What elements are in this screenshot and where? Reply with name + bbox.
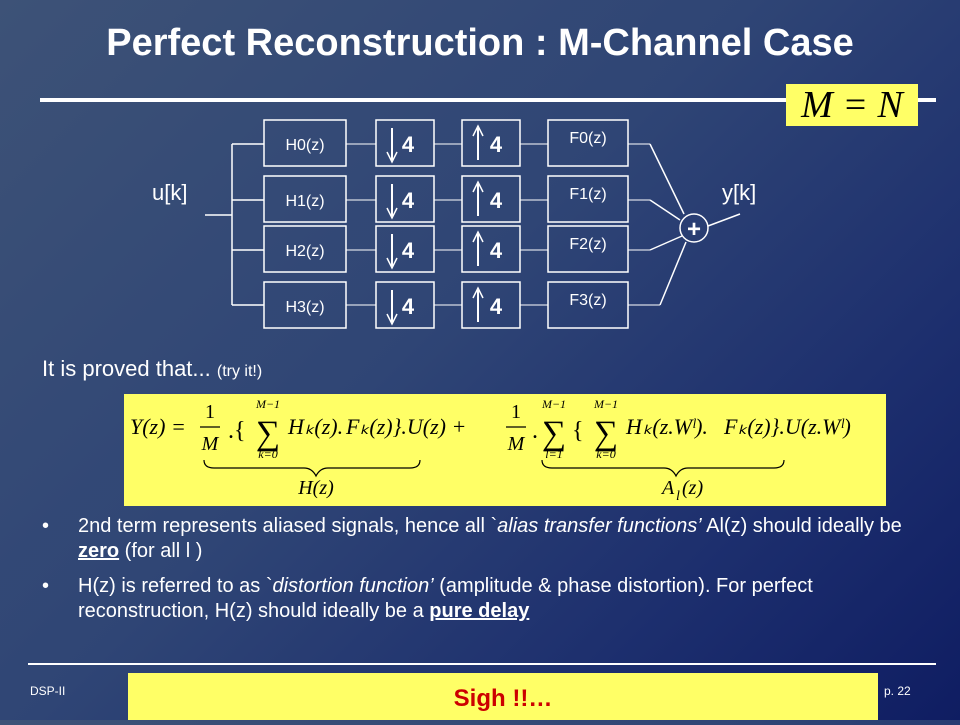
analysis-filter-3: H3(z) bbox=[285, 299, 324, 316]
reconstruction-equation: Y(z) = 1 M .{ M−1 ∑ k=0 H ₖ(z). F ₖ(z)}.… bbox=[124, 394, 886, 506]
intro-statement: It is proved that... bbox=[42, 356, 211, 381]
filter-bank-diagram: u[k] y[k] H0(z) 4 4 F0(z) H1(z) 4 4 bbox=[152, 119, 756, 329]
bullet-list: • 2nd term represents aliased signals, h… bbox=[42, 514, 932, 634]
decimator-2: 4 bbox=[402, 238, 415, 263]
bullet-marker: • bbox=[42, 575, 50, 597]
footer-page-number: p. 22 bbox=[884, 684, 911, 698]
underbrace-distortion: H(z) bbox=[297, 477, 334, 499]
title-divider-right bbox=[918, 98, 936, 102]
bullet-alias-text-c: Al(z) should ideally be bbox=[701, 515, 902, 537]
synthesis-filter-2: F2(z) bbox=[569, 236, 606, 253]
expander-1: 4 bbox=[490, 188, 503, 213]
bullet-marker: • bbox=[42, 515, 50, 537]
frac2-num: 1 bbox=[511, 401, 521, 423]
sigh-banner: Sigh !!… bbox=[128, 673, 878, 720]
equation-lhs: Y(z) = bbox=[130, 414, 186, 439]
intro-text: It is proved that... (try it!) bbox=[42, 356, 262, 382]
underbrace-alias-sub: l bbox=[676, 489, 680, 504]
svg-text:ₖ(z.Wˡ).: ₖ(z.Wˡ). bbox=[643, 414, 708, 439]
expander-2: 4 bbox=[490, 238, 503, 263]
sum2-bottom: l=1 bbox=[545, 447, 562, 461]
sum3-term-h: H bbox=[625, 414, 643, 439]
expander-0: 4 bbox=[490, 132, 503, 157]
slide-title: Perfect Reconstruction : M-Channel Case bbox=[106, 22, 854, 64]
sum3-top: M−1 bbox=[593, 397, 618, 411]
channel-0: H0(z) 4 4 F0(z) bbox=[232, 119, 650, 167]
channel-1: H1(z) 4 4 F1(z) bbox=[232, 175, 650, 223]
svg-text:∑: ∑ bbox=[594, 415, 618, 452]
svg-text:∑: ∑ bbox=[256, 415, 280, 452]
synthesis-filter-0: F0(z) bbox=[569, 130, 606, 147]
sum-symbol: + bbox=[687, 216, 701, 243]
channel-3: H3(z) 4 4 F3(z) bbox=[232, 281, 660, 329]
channel-2: H2(z) 4 4 F2(z) bbox=[232, 225, 650, 273]
decimator-3: 4 bbox=[402, 294, 415, 319]
output-label: y[k] bbox=[722, 180, 756, 205]
sum1-term-h: H bbox=[287, 414, 305, 439]
analysis-filter-2: H2(z) bbox=[285, 243, 324, 260]
bullet-alias: • 2nd term represents aliased signals, h… bbox=[42, 514, 932, 564]
footer-divider bbox=[28, 663, 936, 665]
title-divider bbox=[40, 98, 786, 102]
svg-text:ₖ(z).: ₖ(z). bbox=[305, 414, 343, 439]
frac1-num: 1 bbox=[205, 401, 215, 423]
bullet-alias-emphasis: zero bbox=[78, 540, 120, 562]
svg-text:ₖ(z)}.U(z.Wˡ): ₖ(z)}.U(z.Wˡ) bbox=[738, 414, 851, 439]
underbrace-alias-arg: (z) bbox=[682, 477, 703, 499]
sum2-top: M−1 bbox=[541, 397, 566, 411]
decimator-1: 4 bbox=[402, 188, 415, 213]
bullet-alias-text-a: 2nd term represents aliased signals, hen… bbox=[78, 515, 498, 537]
bullet-alias-text-e: (for all l ) bbox=[119, 540, 203, 562]
footer-course: DSP-II bbox=[30, 684, 66, 698]
bullet-alias-term: alias transfer functions’ bbox=[497, 515, 702, 537]
svg-text:ₖ(z)}.U(z) +: ₖ(z)}.U(z) + bbox=[360, 414, 466, 439]
synthesis-filter-3: F3(z) bbox=[569, 292, 606, 309]
analysis-filter-0: H0(z) bbox=[285, 137, 324, 154]
frac1-den: M bbox=[201, 433, 220, 455]
bullet-distortion-emphasis: pure delay bbox=[429, 600, 530, 622]
summing-junction: + bbox=[649, 143, 741, 306]
sum1-top: M−1 bbox=[255, 397, 280, 411]
sum1-bottom: k=0 bbox=[258, 447, 277, 461]
synthesis-filter-1: F1(z) bbox=[569, 186, 606, 203]
equation-graphic: Y(z) = 1 M .{ M−1 ∑ k=0 H ₖ(z). F ₖ(z)}.… bbox=[130, 397, 851, 504]
svg-text:.{: .{ bbox=[228, 418, 246, 444]
decimator-0: 4 bbox=[402, 132, 415, 157]
frac2-den: M bbox=[507, 433, 526, 455]
underbrace-alias: A bbox=[660, 477, 675, 499]
input-label: u[k] bbox=[152, 180, 187, 205]
condition-box: M = N bbox=[786, 84, 918, 126]
bullet-distortion-text-c: (amplitude & phase distortion). For perf… bbox=[78, 575, 813, 622]
sum1-term-f: F bbox=[345, 414, 360, 439]
svg-text:{: { bbox=[572, 418, 584, 444]
bullet-distortion-term: distortion function’ bbox=[272, 575, 434, 597]
intro-note: (try it!) bbox=[216, 363, 263, 380]
sum3-bottom: k=0 bbox=[596, 447, 615, 461]
expander-3: 4 bbox=[490, 294, 503, 319]
analysis-filter-1: H1(z) bbox=[285, 193, 324, 210]
bullet-distortion: • H(z) is referred to as `distortion fun… bbox=[42, 574, 932, 624]
svg-text:.: . bbox=[532, 418, 538, 444]
svg-text:∑: ∑ bbox=[542, 415, 566, 452]
sum3-term-f: F bbox=[723, 414, 738, 439]
bullet-distortion-text-a: H(z) is referred to as ` bbox=[78, 575, 273, 597]
